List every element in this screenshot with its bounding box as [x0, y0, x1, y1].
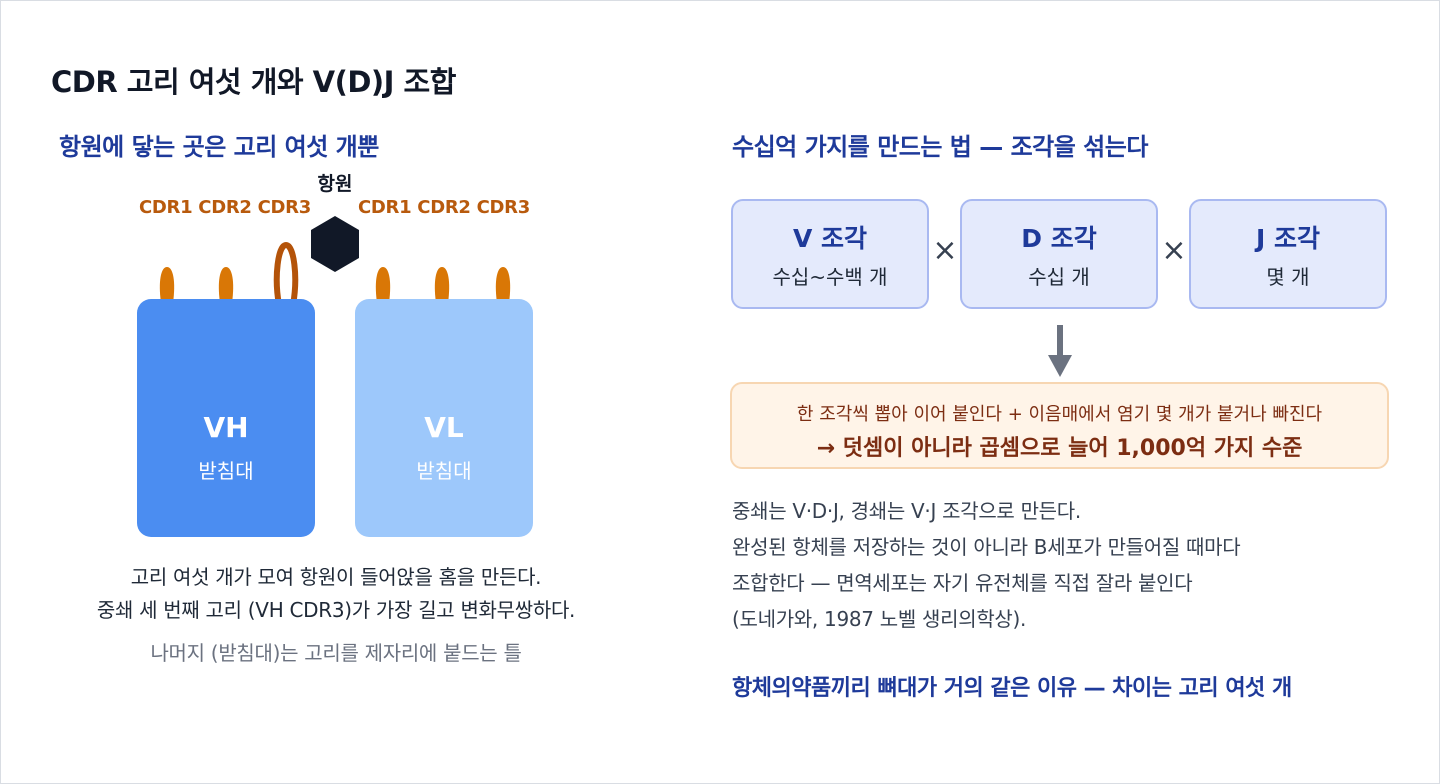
- combination-note: 한 조각씩 뽑아 이어 붙인다 + 이음매에서 염기 몇 개가 붙거나 빠진다 …: [730, 382, 1389, 469]
- antigen-hexagon: [311, 216, 359, 272]
- antibody-diagram: [159, 216, 511, 308]
- vl-domain: VL 받침대: [355, 299, 533, 537]
- vl-sublabel: 받침대: [416, 459, 472, 483]
- conclusion: 항체의약품끼리 뼈대가 거의 같은 이유 — 차이는 고리 여섯 개: [732, 676, 1292, 701]
- segment-v-name: V 조각: [792, 224, 868, 253]
- down-arrow-icon: [1048, 325, 1072, 377]
- segment-d-name: D 조각: [1021, 224, 1097, 253]
- segment-v: V 조각 수십~수백 개: [731, 199, 929, 309]
- cdr-labels-vh: CDR1 CDR2 CDR3: [139, 197, 311, 218]
- antigen-label: 항원: [317, 173, 353, 195]
- left-heading: 항원에 닿는 곳은 고리 여섯 개뿐: [59, 133, 379, 161]
- vh-cdr1-loop: [159, 267, 175, 303]
- note-line-2: → 덧셈이 아니라 곱셈으로 늘어 1,000억 가지 수준: [816, 436, 1303, 461]
- vh-sublabel: 받침대: [198, 459, 254, 483]
- vh-cdr2-loop: [218, 267, 234, 303]
- times-symbol: ×: [932, 233, 958, 268]
- caption-line-2: 중쇄 세 번째 고리 (VH CDR3)가 가장 길고 변화무쌍하다.: [96, 598, 576, 622]
- segment-d: D 조각 수십 개: [960, 199, 1158, 309]
- note-line-1: 한 조각씩 뽑아 이어 붙인다 + 이음매에서 염기 몇 개가 붙거나 빠진다: [796, 404, 1323, 425]
- segment-d-count: 수십 개: [1028, 265, 1090, 289]
- segment-j: J 조각 몇 개: [1189, 199, 1387, 309]
- caption-note: 나머지 (받침대)는 고리를 제자리에 붙드는 틀: [150, 641, 522, 665]
- paragraph-line: 조합한다 — 면역세포는 자기 유전체를 직접 잘라 붙인다: [732, 571, 1193, 595]
- vh-label: VH: [203, 411, 249, 444]
- paragraph-line: (도네가와, 1987 노벨 생리의학상).: [732, 607, 1027, 631]
- segment-v-count: 수십~수백 개: [772, 265, 888, 289]
- times-symbol: ×: [1161, 233, 1187, 268]
- vl-cdr1-loop: [375, 267, 391, 303]
- segment-j-name: J 조각: [1255, 224, 1320, 253]
- page-title: CDR 고리 여섯 개와 V(D)J 조합: [51, 65, 456, 99]
- segment-j-count: 몇 개: [1266, 265, 1310, 289]
- vh-domain: VH 받침대: [137, 299, 315, 537]
- right-heading: 수십억 가지를 만드는 법 — 조각을 섞는다: [732, 133, 1148, 161]
- vl-label: VL: [424, 411, 464, 444]
- vl-cdr2-loop: [434, 267, 450, 303]
- vh-cdr3-loop: [273, 241, 299, 308]
- paragraph-line: 중쇄는 V·D·J, 경쇄는 V·J 조각으로 만든다.: [732, 499, 1081, 523]
- vl-cdr3-loop: [495, 267, 511, 303]
- cdr-labels-vl: CDR1 CDR2 CDR3: [358, 197, 530, 218]
- paragraph-line: 완성된 항체를 저장하는 것이 아니라 B세포가 만들어질 때마다: [732, 535, 1241, 559]
- caption-line-1: 고리 여섯 개가 모여 항원이 들어앉을 홈을 만든다.: [130, 565, 542, 589]
